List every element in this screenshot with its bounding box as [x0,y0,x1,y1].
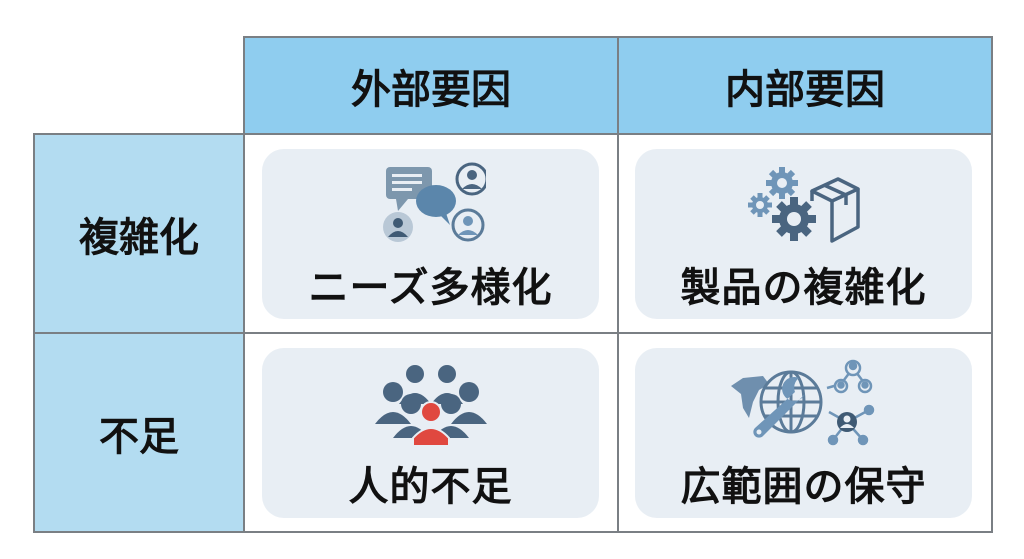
card-label: 製品の複雑化 [680,265,927,311]
card-needs-diversification: ニーズ多様化 [262,149,599,319]
row-header-label: 複雑化 [79,214,199,261]
card-label: ニーズ多様化 [308,265,553,311]
gears-box-icon [746,159,862,249]
row-header-complexity: 複雑化 [33,133,245,334]
card-label: 人的不足 [348,464,513,510]
globe-wrench-network-icon [729,358,879,448]
card-wide-area-maintenance: 広範囲の保守 [635,348,972,518]
people-group-icon [371,358,491,448]
row-header-label: 不足 [99,413,179,460]
row-header-shortage: 不足 [33,332,245,533]
card-product-complexity: 製品の複雑化 [635,149,972,319]
card-staff-shortage: 人的不足 [262,348,599,518]
column-header-label: 内部要因 [725,66,885,113]
column-header-label: 外部要因 [351,66,511,113]
column-header-external: 外部要因 [243,36,619,135]
column-header-internal: 内部要因 [617,36,993,135]
card-label: 広範囲の保守 [680,464,927,510]
chat-people-icon [376,159,486,249]
